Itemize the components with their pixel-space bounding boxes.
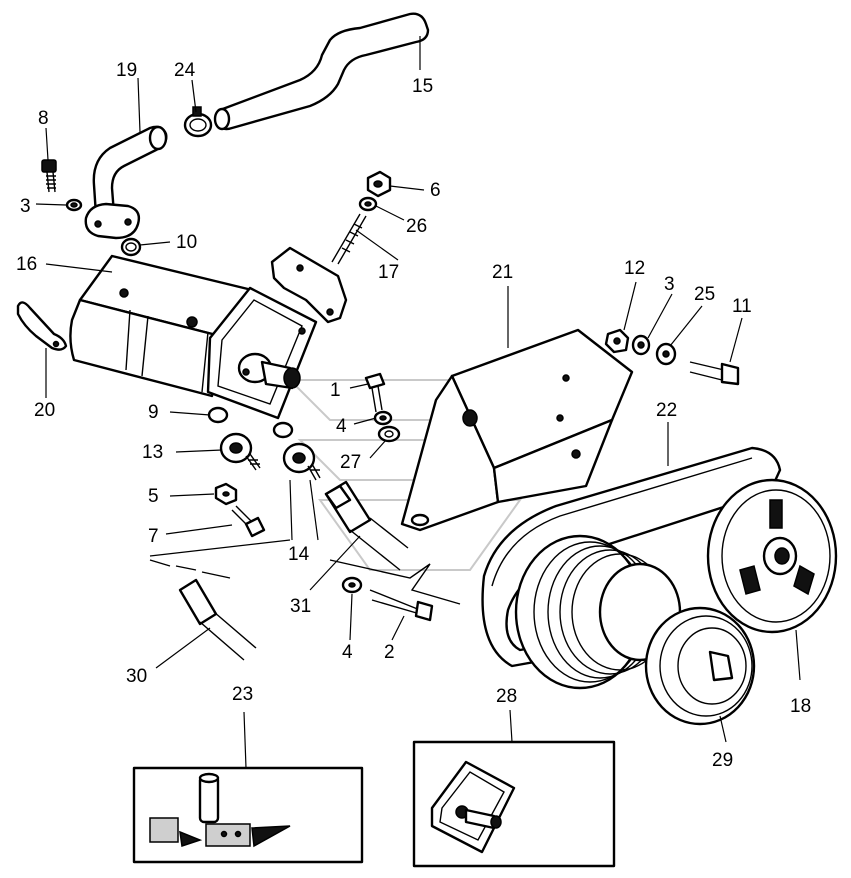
bolt-part-7 — [231, 505, 266, 538]
nut-part-6 — [366, 170, 392, 198]
callout-22: 22 — [656, 400, 677, 421]
callout-labels: 19 24 15 8 3 10 16 20 6 26 17 1 4 27 9 1… — [16, 60, 811, 771]
callout-15: 15 — [412, 76, 433, 97]
seal-kit-box-part-23 — [132, 766, 364, 864]
flange-part-13 — [219, 432, 321, 481]
washer-part-3-left — [65, 198, 83, 212]
callout-2: 2 — [384, 642, 395, 663]
callout-25: 25 — [694, 284, 715, 305]
washer-part-4-lower — [341, 576, 363, 594]
callout-17: 17 — [378, 262, 399, 283]
callout-24: 24 — [174, 60, 196, 81]
bolt-part-11 — [689, 361, 740, 386]
detail-box-part-28 — [412, 740, 616, 868]
callout-9: 9 — [148, 402, 159, 423]
washer-part-26 — [358, 196, 378, 212]
bolt-part-2 — [369, 589, 434, 622]
callout-4-upper: 4 — [336, 416, 347, 437]
callout-19: 19 — [116, 60, 137, 81]
strap-part-20 — [16, 301, 68, 351]
callout-30: 30 — [126, 666, 147, 687]
callout-29: 29 — [712, 750, 733, 771]
callout-10: 10 — [176, 232, 197, 253]
callout-18: 18 — [790, 696, 811, 717]
washer-part-27 — [377, 425, 401, 443]
callout-4-lower: 4 — [342, 642, 353, 663]
callout-3-right: 3 — [664, 274, 675, 295]
callout-21: 21 — [492, 262, 513, 283]
seal-part-9 — [207, 406, 294, 439]
washer-part-25 — [655, 342, 677, 366]
callout-23: 23 — [232, 684, 253, 705]
callout-11: 11 — [732, 296, 752, 317]
callout-1: 1 — [330, 380, 341, 401]
hydraulic-pump-part-16 — [69, 254, 318, 420]
o-ring-part-10 — [120, 237, 142, 257]
callout-7: 7 — [148, 526, 159, 547]
callout-26: 26 — [406, 216, 427, 237]
callout-16: 16 — [16, 254, 37, 275]
callout-3-left: 3 — [20, 196, 31, 217]
bracket-part-17 — [270, 246, 348, 324]
washer-part-3-right — [631, 334, 651, 356]
callout-6: 6 — [430, 180, 441, 201]
leader-lines — [35, 36, 801, 769]
callout-5: 5 — [148, 486, 159, 507]
bolt-part-1 — [364, 372, 386, 413]
callout-20: 20 — [34, 400, 55, 421]
callout-13: 13 — [142, 442, 163, 463]
hose-part-15 — [213, 12, 430, 131]
callout-31: 31 — [290, 596, 311, 617]
pulley-part-18 — [706, 478, 838, 634]
stud-part-17 — [331, 213, 367, 265]
nut-part-12 — [604, 328, 630, 354]
callout-14: 14 — [288, 544, 310, 565]
callout-12: 12 — [624, 258, 645, 279]
washer-part-4-upper — [373, 410, 393, 426]
elbow-pipe-part-19 — [84, 125, 168, 240]
fitting-part-30 — [149, 559, 257, 661]
callout-28: 28 — [496, 686, 517, 707]
hose-clamp-part-24 — [183, 106, 213, 138]
mounting-bracket-part-21 — [400, 328, 634, 532]
wire-part-31 — [329, 559, 461, 605]
callout-8: 8 — [38, 108, 49, 129]
nut-part-5 — [214, 482, 238, 506]
pulley-part-29 — [644, 606, 756, 726]
fitting-part-31 — [324, 480, 409, 571]
callout-27: 27 — [340, 452, 361, 473]
bolt-part-8 — [41, 159, 57, 193]
